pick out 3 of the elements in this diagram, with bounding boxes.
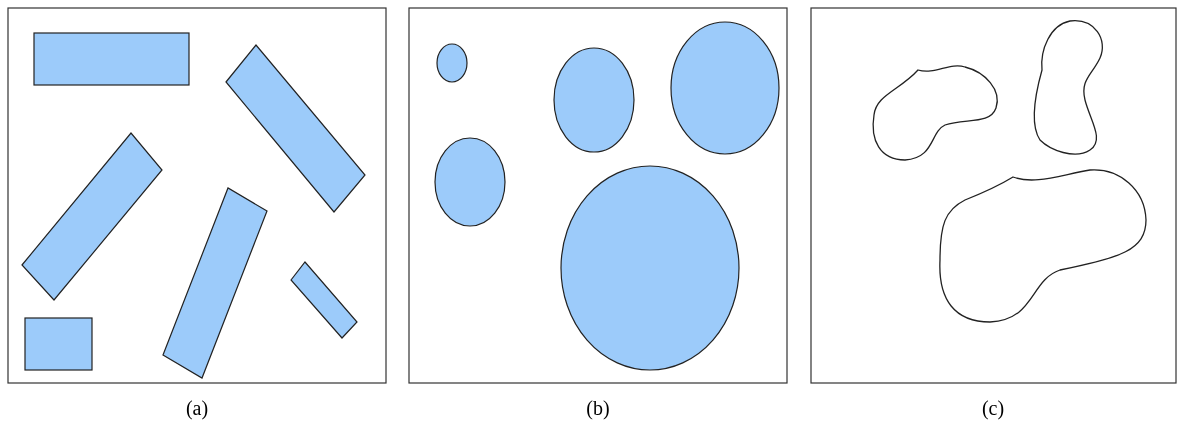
panel-label: (b)	[586, 397, 610, 420]
panel-label: (a)	[185, 397, 209, 420]
panel-label: (c)	[981, 397, 1005, 420]
